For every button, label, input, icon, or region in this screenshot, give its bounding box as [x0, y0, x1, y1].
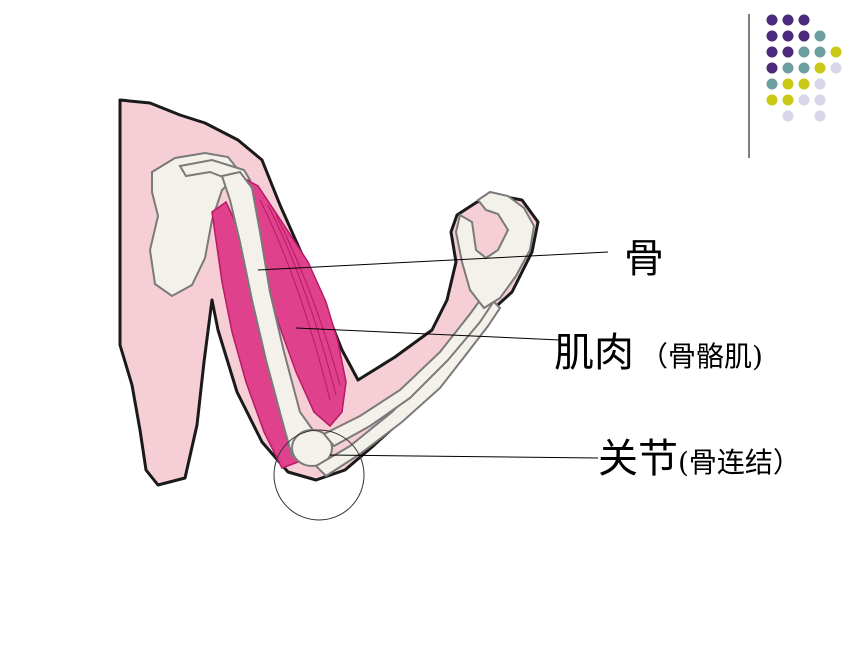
decorative-dot [814, 110, 826, 122]
decorative-dot [798, 30, 810, 42]
decorative-dot [830, 62, 842, 74]
decorative-dot [766, 94, 778, 106]
decorative-dot [830, 46, 842, 58]
decorative-dot [798, 46, 810, 58]
muscle-label-line: 肌肉（骨骼肌) [554, 330, 763, 376]
joint-label: 关节 [598, 436, 678, 482]
decorative-dot [766, 78, 778, 90]
muscle-label: 肌肉 [554, 330, 634, 376]
muscle-leader-line [295, 327, 561, 341]
hand-bones [454, 190, 536, 310]
decorative-dot [814, 78, 826, 90]
scapula-bone [148, 151, 242, 298]
decorative-dot [814, 62, 826, 74]
decorative-dot [782, 62, 794, 74]
joint-note: (骨连结） [678, 446, 801, 479]
joint-highlight-circle [273, 429, 365, 521]
decorative-dot [766, 14, 778, 26]
arm-illustration [118, 98, 540, 521]
decorative-dot [782, 30, 794, 42]
biceps-fiber-lines [259, 199, 341, 401]
elbow-joint [291, 429, 333, 467]
leader-lines [257, 251, 609, 459]
decorative-dot [782, 14, 794, 26]
bone-leader-line [257, 251, 609, 271]
decorative-dot-grid [766, 14, 842, 122]
decorative-dot [766, 62, 778, 74]
decorative-dot [782, 46, 794, 58]
joint-leader-line [329, 454, 599, 459]
decorative-dot [782, 78, 794, 90]
decorative-dot [814, 94, 826, 106]
muscle-note: （骨骼肌) [640, 340, 763, 373]
bone-label: 骨 [624, 236, 664, 282]
joint-label-line: 关节(骨连结） [598, 436, 801, 482]
decorative-dot [798, 62, 810, 74]
decorative-dot [782, 94, 794, 106]
decorative-dot [782, 110, 794, 122]
decorative-dot [766, 30, 778, 42]
decorative-dot [814, 46, 826, 58]
decorative-dot [798, 78, 810, 90]
decorative-dot [798, 14, 810, 26]
decorative-dot [766, 46, 778, 58]
decorative-dot [814, 30, 826, 42]
decorative-dot [798, 94, 810, 106]
